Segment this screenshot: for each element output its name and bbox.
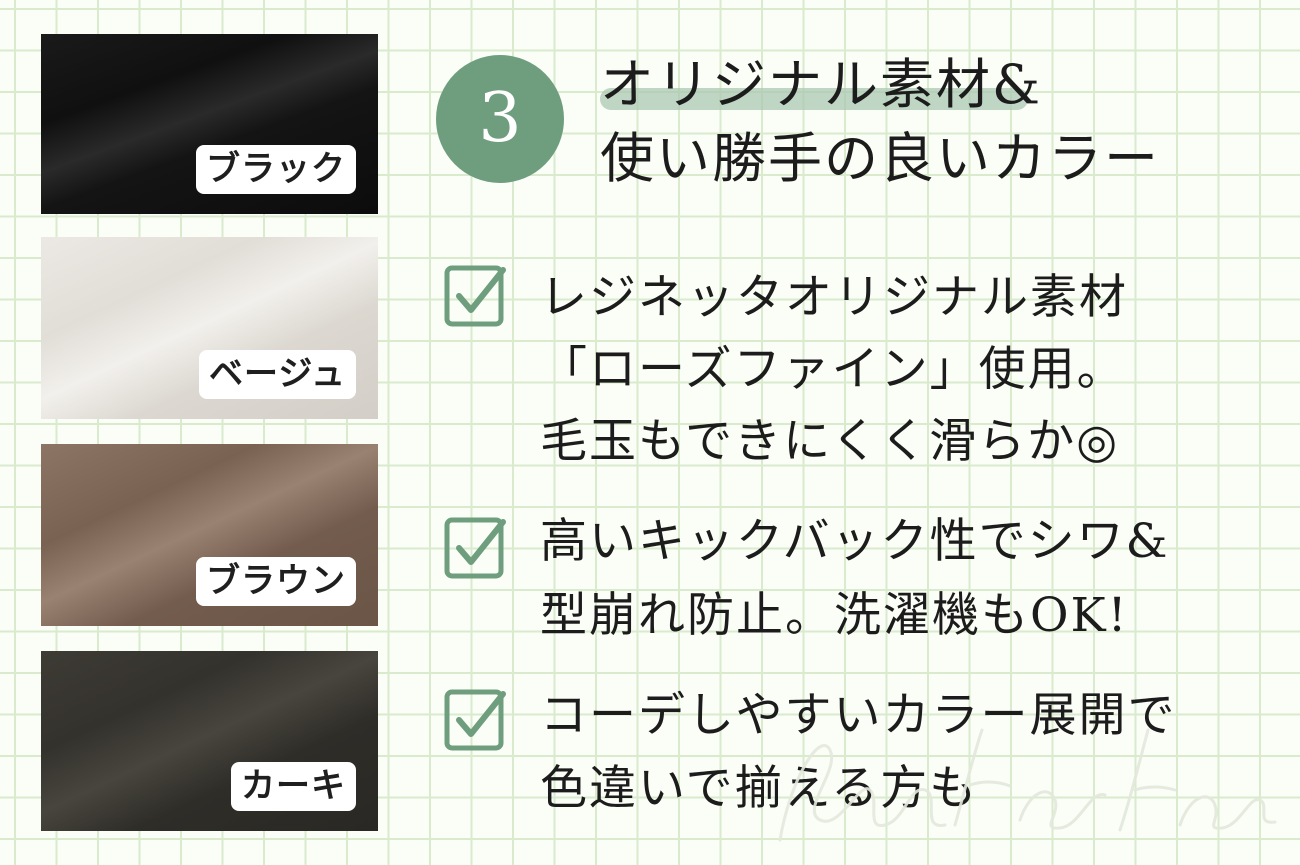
swatch-beige: ベージュ	[41, 237, 378, 419]
swatch-khaki: カーキ	[41, 651, 378, 831]
swatch-brown: ブラウン	[41, 444, 378, 626]
title-line-1: オリジナル素材&	[600, 53, 1043, 116]
checkbox-check-icon	[444, 517, 506, 579]
checkbox-check-icon	[444, 265, 506, 327]
feature-2-line-1: 高いキックバック性でシワ&	[540, 514, 1170, 569]
feature-1-line-3: 毛玉もできにくく滑らか◎	[540, 414, 1120, 469]
script-watermark-decoration	[778, 728, 1277, 842]
title-highlight-stroke	[600, 88, 1028, 110]
swatch-label-brown: ブラウン	[196, 556, 356, 606]
step-number-badge: 3	[436, 55, 564, 183]
checkbox-check-icon	[444, 689, 506, 751]
swatch-black: ブラック	[41, 34, 378, 214]
feature-1-line-1: レジネッタオリジナル素材	[540, 270, 1128, 325]
title-line-2: 使い勝手の良いカラー	[600, 127, 1160, 190]
swatch-label-black: ブラック	[196, 144, 356, 194]
swatch-label-khaki: カーキ	[231, 761, 356, 811]
swatch-label-beige: ベージュ	[199, 349, 356, 399]
feature-2-line-2: 型崩れ防止。洗濯機もOK!	[540, 588, 1129, 643]
feature-3-line-1: コーデしやすいカラー展開で	[540, 688, 1177, 743]
feature-3-line-2: 色違いで揃える方も	[540, 761, 979, 816]
feature-1-line-2: 「ローズファイン」使用。	[540, 342, 1126, 397]
